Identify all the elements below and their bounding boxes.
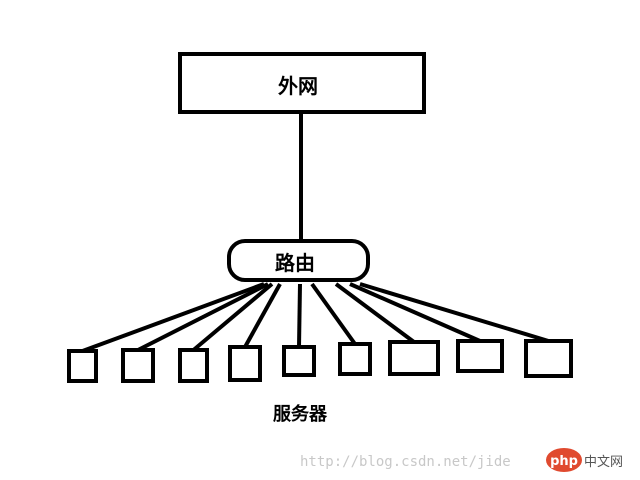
php-logo-badge [546, 448, 582, 472]
router-server-link-4 [243, 283, 282, 348]
servers-caption: 服务器 [273, 403, 328, 425]
server-box-5 [282, 345, 316, 377]
router-server-link-2 [137, 282, 269, 352]
php-logo-suffix: 中文网 [584, 455, 623, 470]
router-server-link-8 [349, 282, 481, 343]
php-cn-logo: php 中文网 [546, 448, 623, 472]
router-server-link-9 [359, 282, 550, 343]
router-node-box [227, 239, 370, 282]
server-box-1 [67, 349, 98, 383]
server-box-3 [178, 348, 209, 383]
router-server-link-3 [192, 282, 274, 352]
router-server-link-1 [81, 282, 265, 353]
php-logo-text: php [550, 454, 578, 469]
internet-node-label: 外网 [278, 74, 318, 98]
server-box-6 [338, 342, 372, 376]
router-server-links [81, 282, 550, 353]
server-box-4 [228, 345, 262, 382]
server-group [67, 339, 573, 383]
router-node-label: 路由 [275, 251, 315, 275]
server-box-7 [388, 340, 440, 376]
server-box-2 [121, 348, 155, 383]
server-box-8 [456, 339, 504, 373]
router-server-link-6 [310, 282, 357, 346]
router-server-link-5 [297, 283, 302, 348]
watermark-url: http://blog.csdn.net/jide [300, 454, 511, 470]
server-box-9 [524, 339, 573, 378]
router-server-link-7 [334, 282, 416, 344]
